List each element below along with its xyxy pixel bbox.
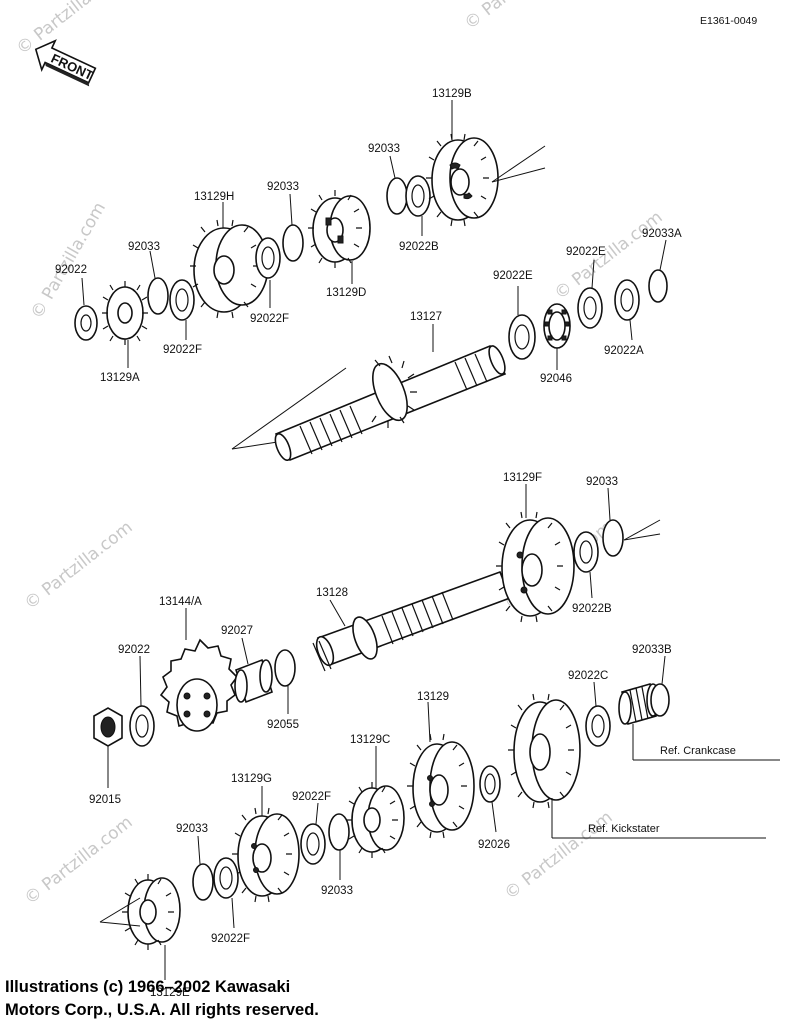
bearing-92046 <box>543 303 571 349</box>
circlip-92033 <box>602 519 624 557</box>
washer-92022A <box>614 279 640 321</box>
part-label: 13129E <box>150 987 190 999</box>
part-label: 13129B <box>432 88 472 100</box>
part-label: 92022F <box>250 313 289 325</box>
circlip-92033A <box>648 269 668 303</box>
part-label: 92022 <box>118 644 150 656</box>
washer-92022 <box>74 305 98 341</box>
part-label: 13127 <box>410 311 442 323</box>
gear-13129E <box>122 874 181 950</box>
circlip-92033 <box>328 813 350 851</box>
kickstarter-gear <box>508 693 581 809</box>
washer-92022F <box>300 823 326 865</box>
part-label: 92022 <box>55 264 87 276</box>
needle-bearing <box>618 682 660 726</box>
part-label: 92033 <box>267 181 299 193</box>
circlip-92033 <box>192 863 214 901</box>
part-label: 92055 <box>267 719 299 731</box>
part-label: 92026 <box>478 839 510 851</box>
watermark: © Partzilla.com <box>21 517 137 614</box>
part-label: 92033A <box>642 228 682 240</box>
part-label: 92022C <box>568 670 608 682</box>
nut-92015 <box>93 707 123 747</box>
part-labels: 13129B 92033 92022B 13129D 92033 13129H … <box>55 88 682 999</box>
watermark: © Partzilla.com <box>21 812 137 909</box>
gear-13129D <box>308 190 371 268</box>
gear-13129A <box>102 281 148 345</box>
gear-13129B <box>426 133 499 227</box>
washer-92022B <box>405 175 431 217</box>
gear-13129F <box>496 511 575 623</box>
front-arrow-icon: FRONT <box>34 39 97 87</box>
shaft-13128 <box>312 570 512 672</box>
ref-crankcase-label: Ref. Crankcase <box>660 745 736 757</box>
sleeve-92027 <box>234 658 273 704</box>
watermark: © Partzilla.com <box>501 807 617 904</box>
part-label: 92022F <box>292 791 331 803</box>
copyright-line-2: Motors Corp., U.S.A. All rights reserved… <box>5 1001 319 1019</box>
part-label: 92027 <box>221 625 253 637</box>
oring-92055 <box>274 649 296 687</box>
circlip-92033 <box>147 277 169 315</box>
part-label: 92033B <box>632 644 672 656</box>
part-label: 13144/A <box>159 596 202 608</box>
part-label: 13129F <box>503 472 542 484</box>
part-label: 92046 <box>540 373 572 385</box>
circlip-92033 <box>386 177 408 215</box>
circlip-92033B <box>650 683 670 717</box>
part-label: 92022B <box>572 603 612 615</box>
part-label: 92022F <box>163 344 202 356</box>
ref-kickstater-label: Ref. Kickstater <box>588 823 660 835</box>
part-label: 13129H <box>194 191 234 203</box>
part-label: 13129D <box>326 287 366 299</box>
sprocket-13144A <box>159 638 239 732</box>
part-label: 13129 <box>417 691 449 703</box>
washer-92022F <box>169 279 195 321</box>
part-label: 13129A <box>100 372 140 384</box>
copyright-line-1: Illustrations (c) 1966–2002 Kawasaki <box>5 978 291 996</box>
part-label: 92022E <box>566 246 606 258</box>
part-label: 92022A <box>604 345 644 357</box>
watermark: © Partzilla.com <box>13 0 129 59</box>
part-label: 92033 <box>586 476 618 488</box>
part-label: 92033 <box>176 823 208 835</box>
washer-92022E <box>508 314 536 360</box>
part-label: 92022B <box>399 241 439 253</box>
washer-92022C <box>585 705 611 747</box>
watermark: © Partzilla.com <box>27 199 110 323</box>
washer-92022F <box>255 237 281 279</box>
washer-92022E <box>577 287 603 329</box>
part-label: 13129G <box>231 773 272 785</box>
copyright-notice: Illustrations (c) 1966–2002 Kawasaki Mot… <box>5 976 435 1022</box>
washer-92022 <box>129 705 155 747</box>
part-label: 92022E <box>493 270 533 282</box>
gear-13129 <box>407 733 475 839</box>
shaft-13127 <box>231 344 507 462</box>
collar-92026 <box>479 765 501 803</box>
part-label: 92033 <box>128 241 160 253</box>
part-label: 92033 <box>368 143 400 155</box>
washer-92022B <box>573 531 599 573</box>
part-label: 92015 <box>89 794 121 806</box>
part-label: 13128 <box>316 587 348 599</box>
part-label: 92022F <box>211 933 250 945</box>
part-label: 13129C <box>350 734 390 746</box>
circlip-92033 <box>282 224 304 262</box>
part-label: 92033 <box>321 885 353 897</box>
diagram-id: E1361-0049 <box>700 15 757 27</box>
gear-13129G <box>232 807 300 903</box>
watermark: © Partzilla.com <box>461 0 577 34</box>
washer-92022F <box>213 857 239 899</box>
gear-13129C <box>346 782 405 858</box>
gear-13129H <box>190 219 269 319</box>
